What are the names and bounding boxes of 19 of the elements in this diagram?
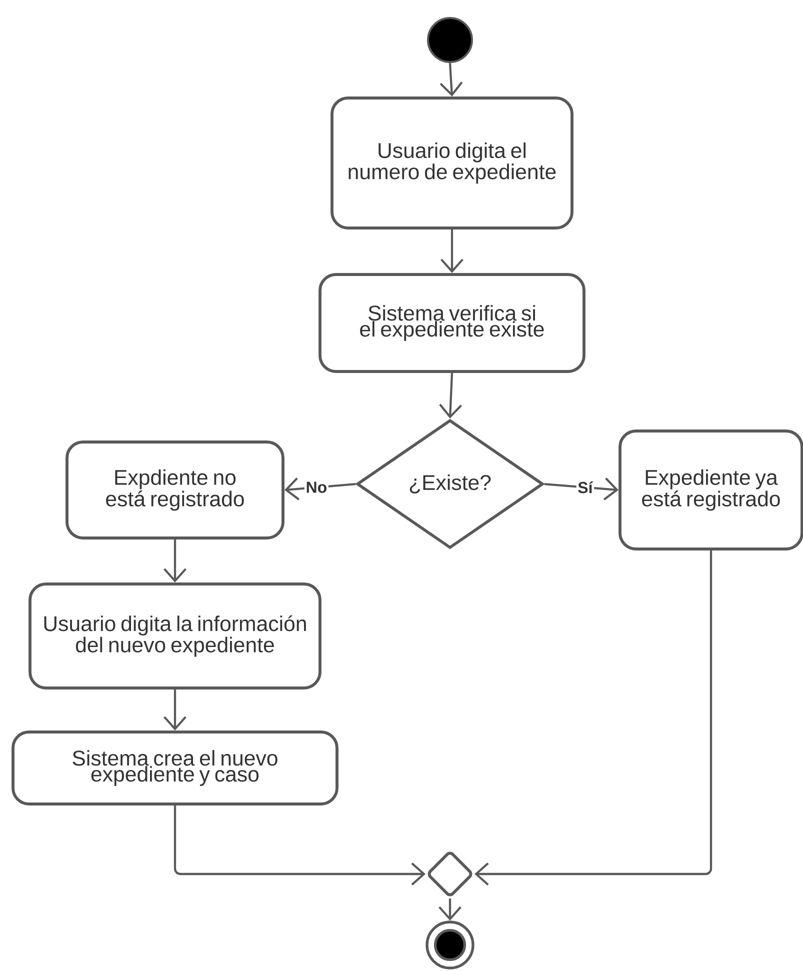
arrow: [440, 62, 463, 97]
action-box: Usuario digita la información del nuevo expediente: [28, 582, 322, 690]
merge-diamond: [428, 852, 472, 896]
arrow: [544, 478, 619, 500]
edge-label: No: [304, 480, 328, 494]
action-box: Usuario digita el numero de expediente: [330, 96, 574, 230]
arrow: [164, 539, 186, 583]
action-box: Sistema verifica si el expediente existe: [318, 273, 586, 373]
final-node: [426, 920, 474, 970]
action-box: Sistema crea el nuevo expediente y caso: [12, 730, 338, 806]
arrow: [474, 550, 712, 886]
arrow: [439, 372, 462, 419]
action-box: Expediente ya está registrado: [618, 430, 803, 550]
edge-label: Sí: [576, 480, 594, 495]
arrow: [440, 229, 464, 274]
initial-node: [427, 17, 473, 63]
action-box: Expdiente no está registrado: [66, 440, 284, 540]
arrow: [174, 805, 426, 886]
arrow: [164, 689, 186, 731]
